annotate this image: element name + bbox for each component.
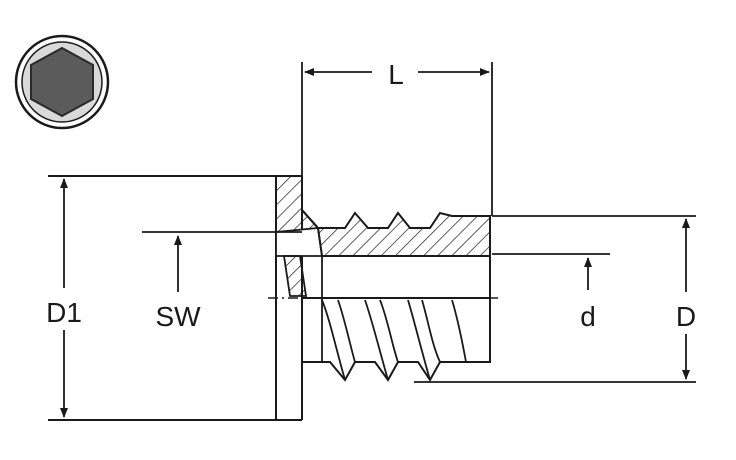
body-upper-section xyxy=(301,209,491,257)
head-section-hatch xyxy=(275,175,320,233)
label-d: d xyxy=(580,301,596,332)
dimension-d xyxy=(492,253,610,290)
label-SW: SW xyxy=(155,301,201,332)
label-L: L xyxy=(388,59,404,90)
body-lower-view xyxy=(301,297,491,382)
hex-recess-hatch xyxy=(282,255,308,297)
label-D1: D1 xyxy=(46,297,82,328)
dimension-SW xyxy=(142,231,302,292)
label-D: D xyxy=(676,301,696,332)
hex-socket-icon xyxy=(14,34,110,130)
thread-flanks xyxy=(321,299,467,381)
hex-recess-section xyxy=(275,227,324,257)
insert-head xyxy=(48,175,303,421)
hexagon-icon xyxy=(30,46,94,118)
dimension-L xyxy=(301,62,493,216)
dimension-D xyxy=(414,215,696,383)
